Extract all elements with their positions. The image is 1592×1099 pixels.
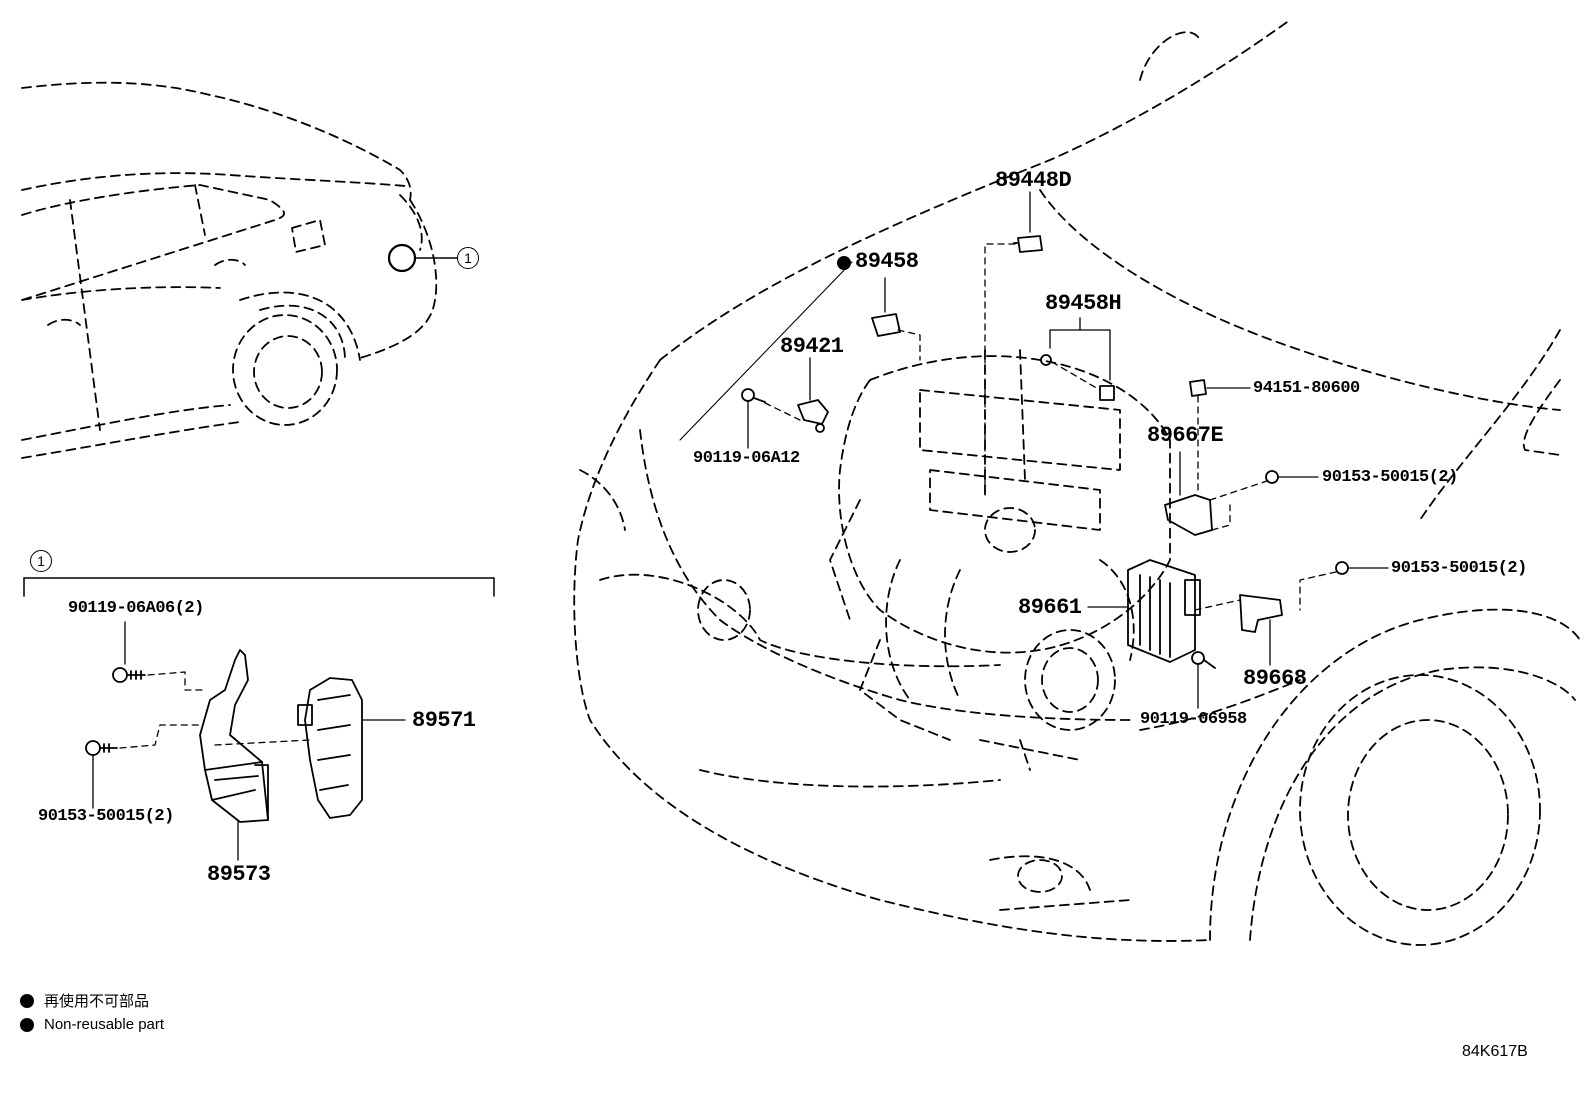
bolt-90153-50015-a [1265,470,1319,484]
nut-94151-80600 [1189,379,1251,491]
clamp-89458H [1040,317,1115,401]
bracket-89668 [1239,594,1283,666]
part-label-90119-06A12: 90119-06A12 [693,449,800,468]
legend-english-text: Non-reusable part [44,1016,165,1033]
legend-english: Non-reusable part [20,1016,164,1033]
part-label-90119-06958: 90119-06958 [1140,710,1247,729]
part-label-94151-80600: 94151-80600 [1253,379,1360,398]
part-label-89661: 89661 [1018,595,1082,620]
bolt-90153-50015-b [1299,561,1389,611]
rear-vehicle-view [21,81,438,459]
part-label-89458: 89458 [855,249,919,274]
bolt-90119-06958 [1191,651,1216,709]
non-reusable-marker [837,256,851,270]
connector-89448D [984,191,1043,501]
bracket-89573 [199,649,269,861]
part-label-90153-50015-b: 90153-50015(2) [1391,559,1527,578]
legend-dot [20,1017,34,1032]
legend-dot [20,993,34,1008]
bolt-90119-06A06 [112,621,146,683]
legend-japanese-text: 再使用不可部品 [44,993,150,1010]
bracket-89667E [1164,451,1271,536]
callout-circle-rear: 1 [457,247,479,269]
part-label-89458H: 89458H [1045,291,1122,316]
part-label-89667E: 89667E [1147,423,1224,448]
callout-circle-detail: 1 [30,550,52,572]
part-label-89668: 89668 [1243,666,1307,691]
legend-japanese: 再使用不可部品 [20,990,149,1011]
fuel-lid-circle [387,243,417,273]
bolt-90153-50015-left [85,740,118,809]
detail-box [23,577,495,597]
front-vehicle-view [573,19,1581,946]
clamp-89458 [871,277,921,361]
part-label-89448D: 89448D [995,168,1072,193]
part-label-90153-50015-a: 90153-50015(2) [1322,468,1458,487]
part-label-90153-50015-c: 90153-50015(2) [38,807,174,826]
figure-code: 84K617B [1462,1043,1528,1060]
part-label-89571: 89571 [412,708,476,733]
part-label-90119-06A06: 90119-06A06(2) [68,599,204,618]
ecu-89661 [1087,559,1241,663]
bolt-90119-06A12 [741,388,801,449]
part-label-89573: 89573 [207,862,271,887]
module-89571 [297,677,406,819]
part-label-89421: 89421 [780,334,844,359]
sensor-89421 [797,357,829,433]
